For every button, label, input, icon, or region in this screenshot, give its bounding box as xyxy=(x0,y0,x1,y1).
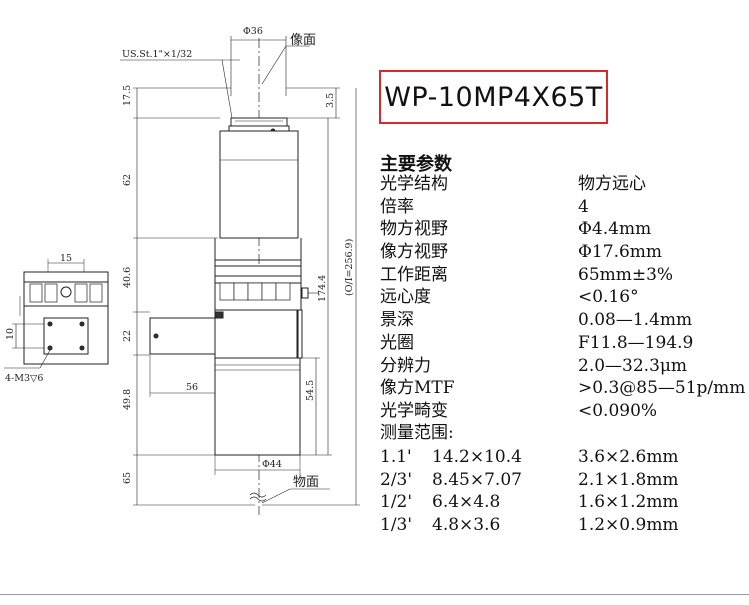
spec-row: 工作距离 65mm±3% xyxy=(380,264,749,287)
dim-49-8: 49.8 xyxy=(122,389,133,410)
spec-value: 2.0—32.3μm xyxy=(578,355,688,376)
spec-row: 光学畸变 <0.090% xyxy=(380,400,749,423)
sensor-format: 1/3' xyxy=(380,514,413,535)
label-image-plane: 像面 xyxy=(290,33,316,48)
measurement-row: 1/2' 6.4×4.8 1.6×1.2mm xyxy=(380,491,679,514)
spec-value: <0.090% xyxy=(578,400,658,421)
lens-technical-drawing: Φ36 像面 US.St.1"×1/32 17.5 62 40.6 22 49.… xyxy=(4,26,360,515)
spec-label: 像方视野 xyxy=(380,242,448,263)
spec-value: >0.3@85—51p/mm xyxy=(578,378,746,399)
measurement-heading: 测量范围: xyxy=(380,423,454,443)
sensor-format: 2/3' xyxy=(380,469,413,490)
spec-row: 景深 0.08—1.4mm xyxy=(380,309,749,332)
spec-value: Φ17.6mm xyxy=(578,242,663,263)
model-title-box: WP-10MP4X65T xyxy=(379,70,608,124)
bottom-divider xyxy=(0,594,749,595)
dim-174-4: 174.4 xyxy=(317,275,328,302)
sensor-format: 1/2' xyxy=(380,492,413,512)
spec-value: F11.8—194.9 xyxy=(578,332,694,353)
spec-row: 倍率 4 xyxy=(380,196,749,219)
spec-value: 4 xyxy=(578,196,589,217)
spec-label: 光学结构 xyxy=(380,174,448,194)
spec-row: 光学结构 物方远心 xyxy=(380,173,749,196)
spec-label: 工作距离 xyxy=(380,264,448,285)
dim-22: 22 xyxy=(122,330,133,342)
spec-label: 光学畸变 xyxy=(380,400,448,421)
label-side-screw: 4-M3▽6 xyxy=(5,373,43,384)
spec-row: 像方MTF >0.3@85—51p/mm xyxy=(380,377,749,400)
dim-62: 62 xyxy=(122,174,133,186)
spec-value: 物方远心 xyxy=(578,174,646,194)
spec-row: 物方视野 Φ4.4mm xyxy=(380,218,749,241)
dim-side-10: 10 xyxy=(5,328,16,340)
spec-value: 65mm±3% xyxy=(578,264,674,285)
upper-barrel xyxy=(219,130,299,239)
measurement-row: 1.1' 14.2×10.4 3.6×2.6mm xyxy=(380,446,679,469)
sensor-format: 1.1' xyxy=(380,447,412,467)
spec-label: 倍率 xyxy=(380,196,414,217)
spec-label: 景深 xyxy=(380,310,414,331)
image-size: 6.4×4.8 xyxy=(432,492,501,512)
dim-56: 56 xyxy=(186,382,198,393)
label-thread: US.St.1"×1/32 xyxy=(122,49,192,60)
spec-value: <0.16° xyxy=(578,287,639,308)
coaxial-light-port xyxy=(149,317,216,355)
top-flange xyxy=(230,117,288,127)
spec-label: 光圈 xyxy=(380,332,414,353)
spec-row: 远心度 <0.16° xyxy=(380,286,749,309)
dim-total: (O/I=256.9) xyxy=(344,239,355,296)
lens-body xyxy=(214,309,298,359)
spec-label: 像方MTF xyxy=(380,378,455,399)
model-title: WP-10MP4X65T xyxy=(384,81,603,113)
spec-label: 远心度 xyxy=(380,287,431,308)
lock-screw xyxy=(301,287,309,299)
spec-label: 分辨力 xyxy=(380,355,431,376)
measurement-list: 1.1' 14.2×10.4 3.6×2.6mm 2/3' 8.45×7.07 2.1×… xyxy=(380,446,679,536)
dim-54-5: 54.5 xyxy=(305,380,316,401)
dim-top-width: Φ36 xyxy=(243,26,263,37)
spec-value: Φ4.4mm xyxy=(578,219,652,240)
measurement-row: 2/3' 8.45×7.07 2.1×1.8mm xyxy=(380,469,679,492)
label-object-plane: 物面 xyxy=(293,475,319,490)
spec-row: 像方视野 Φ17.6mm xyxy=(380,241,749,264)
object-size: 1.2×0.9mm xyxy=(578,514,679,535)
dim-3-5: 3.5 xyxy=(325,93,336,108)
spec-list: 光学结构 物方远心 倍率 4 物方视野 Φ4.4mm 像方视野 Φ17.6mm 工作距离… xyxy=(380,173,749,423)
dim-side-15: 15 xyxy=(60,253,72,264)
lower-barrel xyxy=(214,357,301,456)
spec-row: 分辨力 2.0—32.3μm xyxy=(380,355,749,378)
image-size: 14.2×10.4 xyxy=(432,447,522,467)
dim-bottom-width: Φ44 xyxy=(262,459,282,470)
spec-row: 光圈 F11.8—194.9 xyxy=(380,332,749,355)
dim-65: 65 xyxy=(122,472,133,484)
image-size: 4.8×3.6 xyxy=(432,514,501,535)
object-size: 1.6×1.2mm xyxy=(578,492,679,512)
spec-value: 0.08—1.4mm xyxy=(578,310,693,331)
image-size: 8.45×7.07 xyxy=(432,469,522,490)
object-size: 2.1×1.8mm xyxy=(578,469,679,490)
dim-40-6: 40.6 xyxy=(122,267,133,288)
object-size: 3.6×2.6mm xyxy=(578,447,679,467)
spec-heading: 主要参数 xyxy=(380,154,452,175)
spec-label: 物方视野 xyxy=(380,219,448,240)
measurement-row: 1/3' 4.8×3.6 1.2×0.9mm xyxy=(380,514,679,537)
dim-17-5: 17.5 xyxy=(122,85,133,106)
